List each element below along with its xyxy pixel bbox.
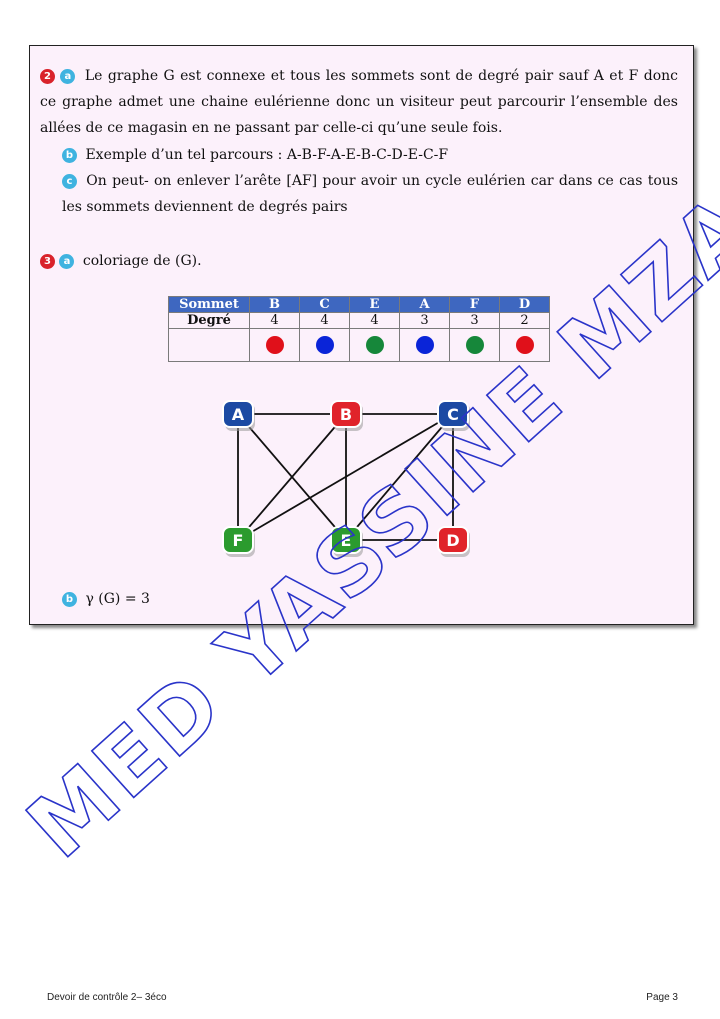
q2c-text: On peut- on enlever l’arête [AF] pour av… — [62, 173, 679, 215]
vertex-label: D — [446, 531, 459, 550]
part-c-badge: c — [62, 174, 77, 189]
q2b-paragraph: b Exemple d’un tel parcours : A-B-F-A-E-… — [62, 142, 678, 168]
table-header-cell: A — [399, 296, 450, 313]
vertex-label: A — [232, 405, 245, 424]
color-cell — [449, 328, 500, 362]
question-3-badge: 3 — [40, 254, 55, 269]
vertex-f: F — [222, 526, 255, 557]
vertex-box — [437, 526, 469, 554]
q2c-paragraph: c On peut- on enlever l’arête [AF] pour … — [62, 168, 678, 220]
degree-label-cell: Degré — [168, 312, 250, 329]
q3b-text: γ (G) = 3 — [85, 591, 150, 607]
color-cell — [349, 328, 400, 362]
edges-layer — [237, 413, 454, 541]
vertex-label: C — [447, 405, 459, 424]
table-header-cell: B — [249, 296, 300, 313]
footer-right: Page 3 — [646, 992, 678, 1003]
vertex-label: F — [233, 531, 244, 550]
part-a-badge: a — [60, 69, 76, 84]
vertex-box — [330, 526, 362, 554]
q3b-paragraph: b γ (G) = 3 — [62, 586, 362, 612]
edge-b-f — [237, 413, 347, 541]
vertex-box — [222, 526, 254, 554]
color-dot — [515, 336, 534, 354]
edge-c-f — [237, 413, 454, 541]
color-cell — [299, 328, 350, 362]
color-cell — [249, 328, 300, 362]
vertex-a: A — [222, 400, 255, 431]
edge-c-e — [345, 413, 454, 541]
nodes-layer: A B C F E D — [222, 400, 470, 557]
table-header-cell: F — [449, 296, 500, 313]
part-b-badge: b — [62, 148, 77, 163]
vertex-label: B — [340, 405, 352, 424]
table-degree-row: Degré 4 4 4 3 3 2 — [168, 312, 550, 329]
q2a-text: Le graphe G est connexe et tous les somm… — [40, 68, 679, 136]
color-dot — [465, 336, 484, 354]
color-cell — [499, 328, 550, 362]
question-2-badge: 2 — [40, 69, 55, 84]
vertex-b: B — [330, 400, 363, 431]
vertex-d: D — [437, 526, 470, 557]
vertex-box — [437, 400, 469, 428]
degree-color-table: Sommet B C E A F D Degré 4 4 4 3 3 2 — [168, 296, 550, 362]
part-a-badge: a — [59, 254, 75, 269]
vertex-e: E — [330, 526, 363, 557]
vertex-box — [330, 400, 362, 428]
q3a-text: coloriage de (G). — [82, 253, 202, 269]
q2a-paragraph: 2 a Le graphe G est connexe et tous les … — [40, 63, 678, 141]
table-header-cell: C — [299, 296, 350, 313]
footer-left: Devoir de contrôle 2– 3éco — [47, 992, 167, 1003]
table-color-row — [168, 328, 550, 362]
vertex-box — [222, 400, 254, 428]
color-dot — [265, 336, 284, 354]
table-header-cell: D — [499, 296, 550, 313]
q3a-paragraph: 3 a coloriage de (G). — [40, 248, 670, 274]
color-dot — [365, 336, 384, 354]
q2b-text: Exemple d’un tel parcours : A-B-F-A-E-B-… — [85, 147, 449, 163]
vertex-label: E — [341, 531, 352, 550]
part-b-badge: b — [62, 592, 77, 607]
vertex-c: C — [437, 400, 470, 431]
empty-cell — [168, 328, 250, 362]
color-dot — [315, 336, 334, 354]
color-dot — [415, 336, 434, 354]
